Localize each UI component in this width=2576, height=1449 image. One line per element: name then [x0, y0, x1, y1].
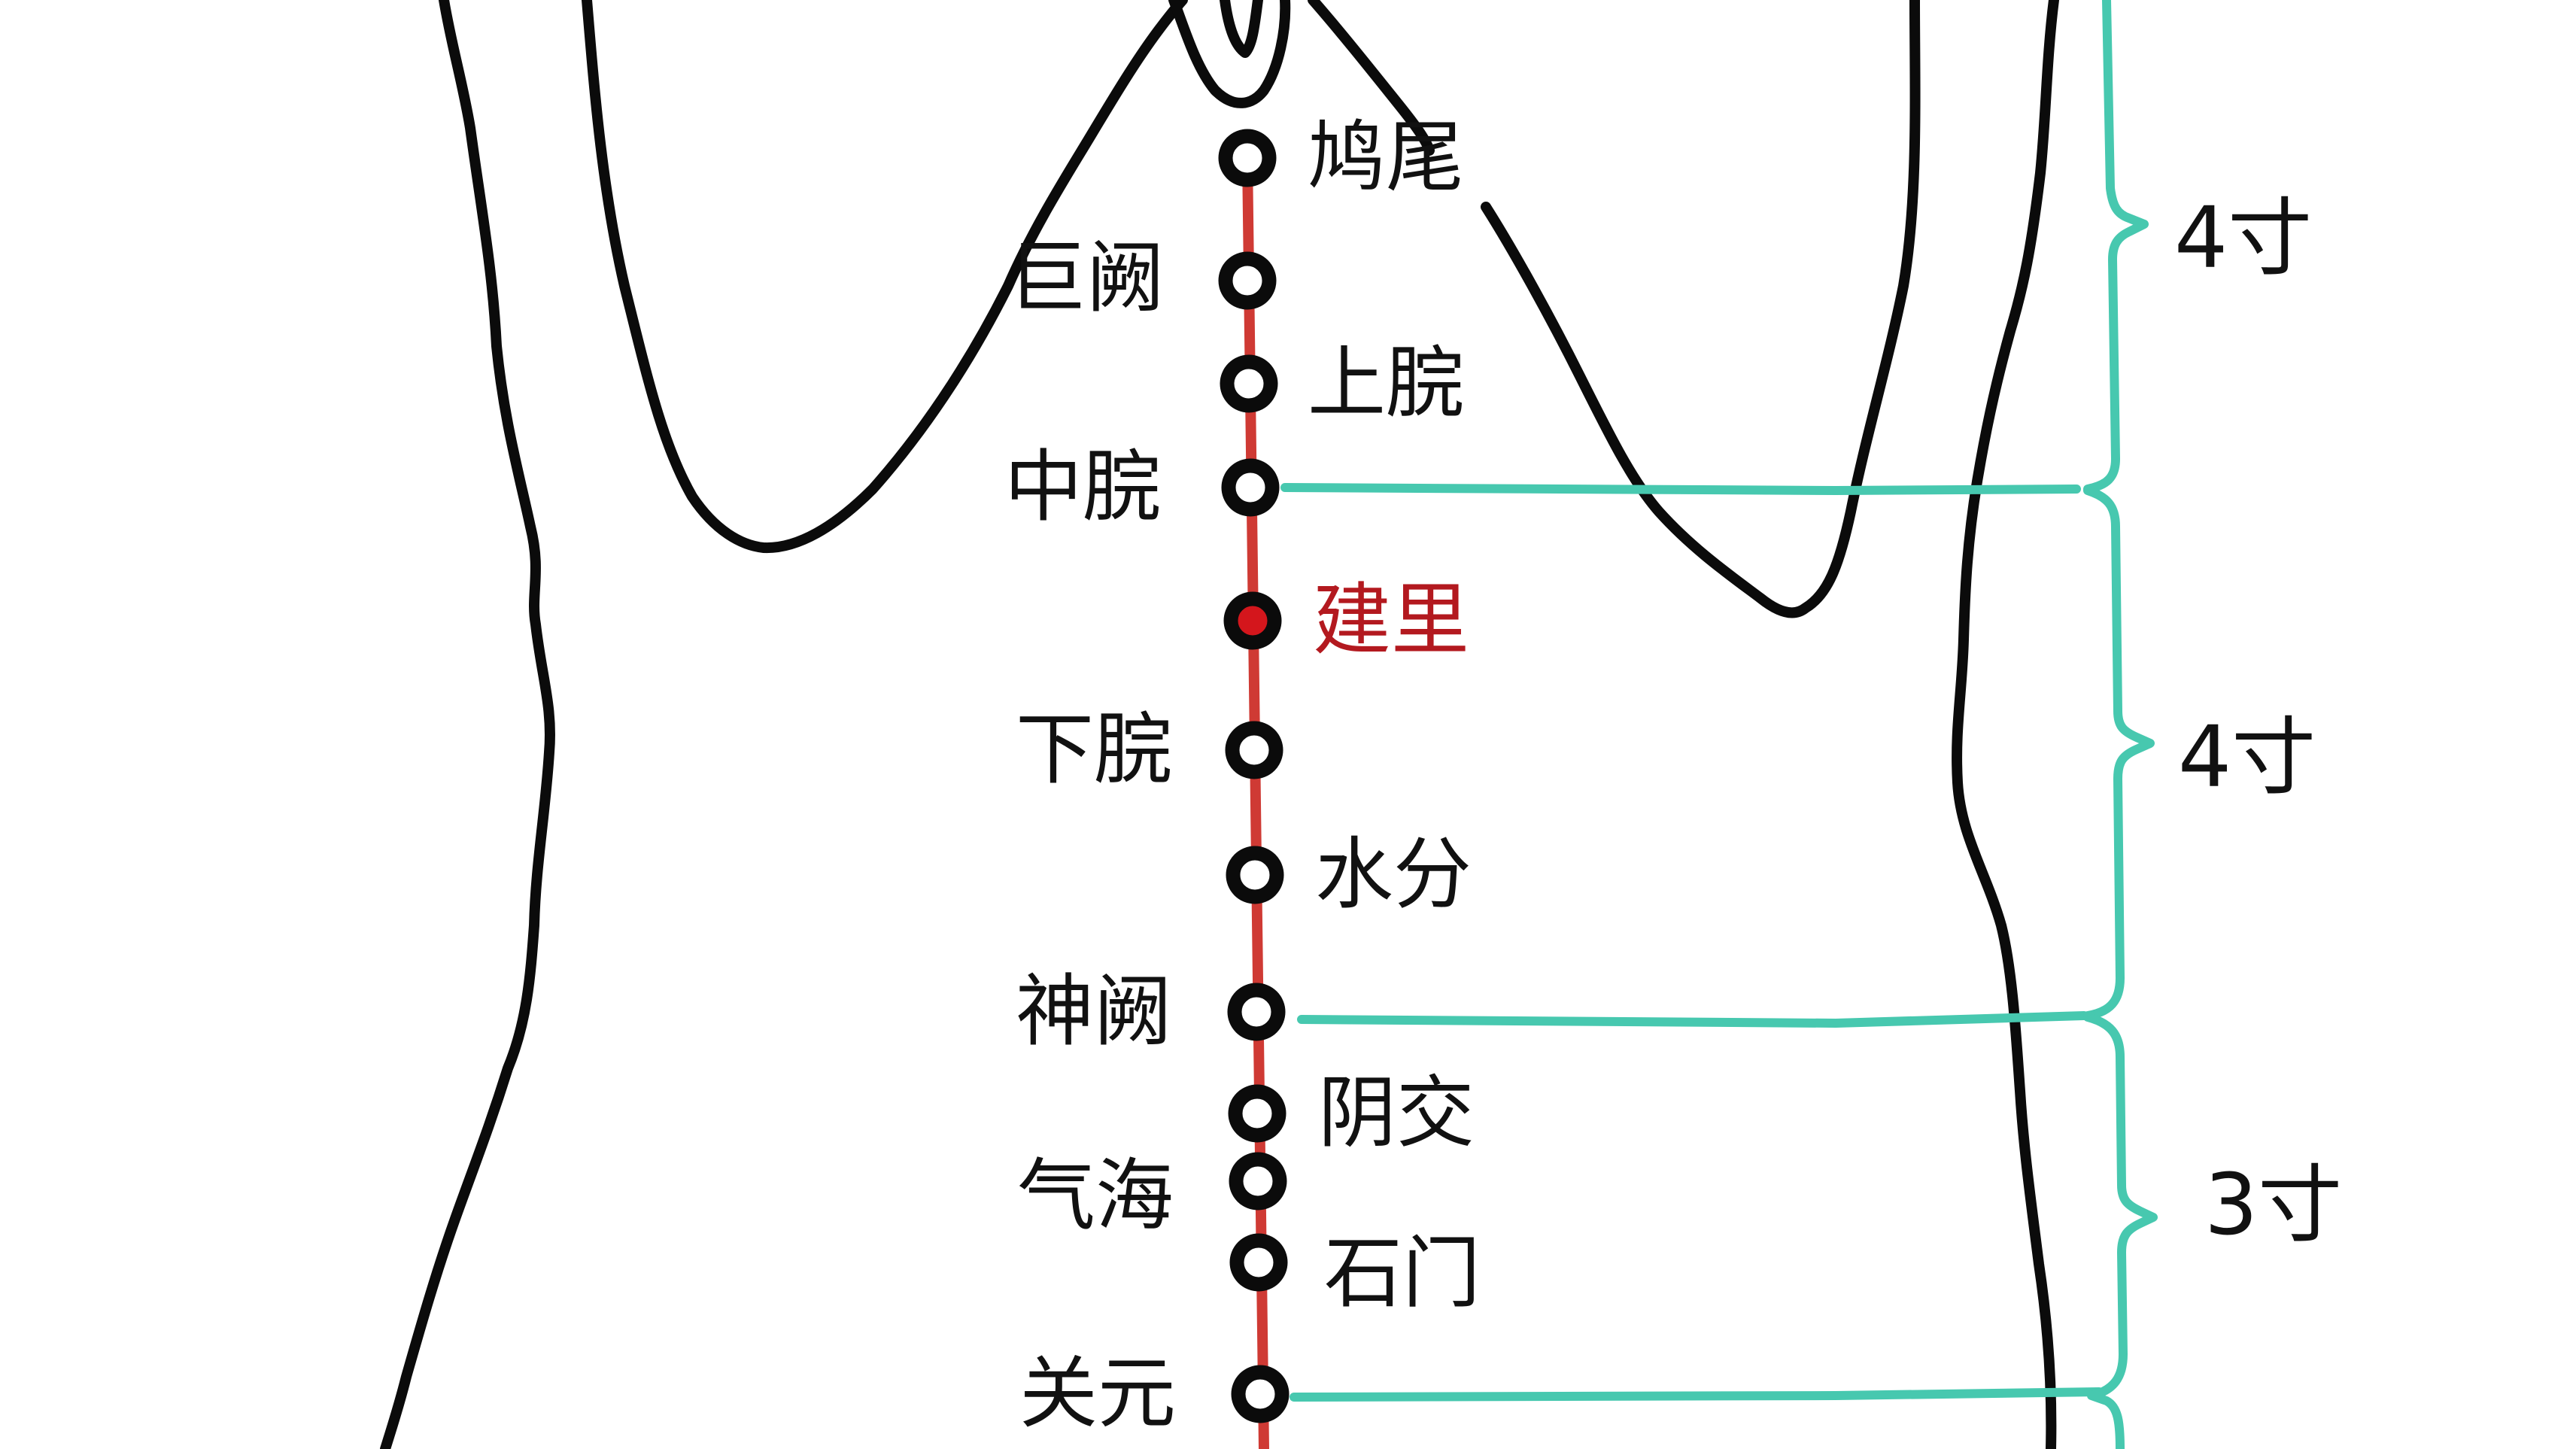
right-chest-contour	[1308, 0, 1921, 618]
acupoint-markers	[1218, 129, 1290, 1423]
sternum-notch	[1168, 0, 1291, 108]
guide-line-shenque	[1297, 1011, 2088, 1028]
brace-middle	[2083, 486, 2155, 1020]
acupoint-label-shuifen: 水分	[1315, 828, 1472, 920]
acupoint-marker-shuifen	[1226, 846, 1284, 904]
dimension-label-upper: 4寸	[2174, 190, 2312, 287]
acupoint-marker-xiawan	[1225, 721, 1283, 779]
left-chest-contour	[582, 0, 1188, 554]
acupoint-marker-shangwan	[1220, 354, 1278, 413]
acupoint-label-juque: 巨阙	[1008, 232, 1165, 324]
acupoint-marker-guanyuan	[1231, 1365, 1290, 1423]
dimension-braces	[2083, 0, 2158, 1449]
acupoint-label-xiawan: 下脘	[1016, 703, 1172, 795]
acupoint-label-qihai: 气海	[1017, 1150, 1174, 1241]
brace-upper	[2083, 0, 2149, 494]
acupoint-label-zhongwan: 中脘	[1004, 441, 1161, 533]
acupoint-label-jianli: 建里	[1313, 574, 1469, 666]
dimension-label-middle: 4寸	[2178, 709, 2316, 807]
acupoint-label-shangwan: 上脘	[1308, 337, 1464, 429]
dimension-label-lower: 3寸	[2204, 1156, 2342, 1254]
torso-right-contour	[1952, 0, 2059, 1449]
acupoint-marker-qihai	[1229, 1152, 1287, 1211]
acupoint-label-yinjiao: 阴交	[1318, 1067, 1475, 1159]
acupoint-label-guanyuan: 关元	[1019, 1347, 1176, 1439]
sternum-notch-inner	[1220, 0, 1263, 58]
guide-lines	[1280, 483, 2104, 1402]
acupoint-marker-shimen	[1229, 1233, 1288, 1292]
guide-line-guanyuan	[1290, 1387, 2104, 1402]
acupoint-marker-jianli	[1223, 591, 1282, 650]
acupoint-label-shimen: 石门	[1324, 1227, 1481, 1319]
acupoint-label-shenque: 神阙	[1016, 965, 1172, 1057]
torso-left-contour	[380, 0, 555, 1449]
brace-lower	[2083, 1013, 2158, 1449]
acupoint-label-jiuwei: 鸠尾	[1308, 111, 1464, 203]
dimension-labels: 4寸 4寸 3寸	[2174, 190, 2342, 1254]
acupoint-marker-jiuwei	[1218, 129, 1277, 187]
acupoint-marker-shenque	[1227, 983, 1286, 1041]
guide-line-zhongwan	[1280, 483, 2081, 495]
acupoint-marker-zhongwan	[1221, 458, 1280, 517]
torso-outline	[380, 0, 2059, 1449]
acupoint-marker-yinjiao	[1228, 1084, 1286, 1143]
acupoint-marker-juque	[1218, 251, 1277, 310]
